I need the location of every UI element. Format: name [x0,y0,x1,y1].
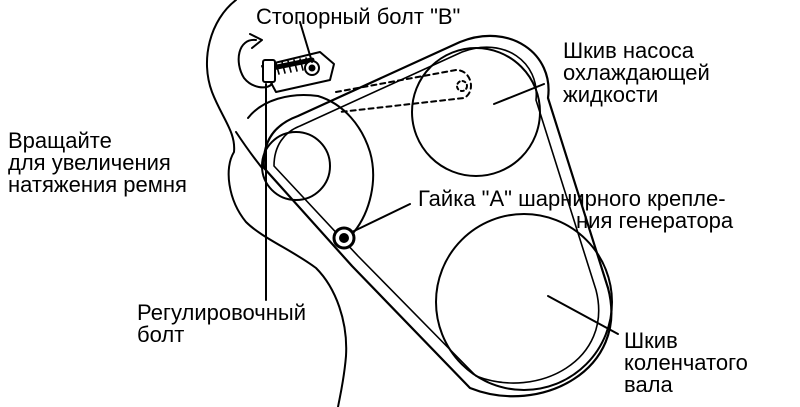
drive-belt-inner [273,46,600,384]
label-pivot-nut: Гайка "А" шарнирного крепле- ния генерат… [418,186,734,233]
water-pump-pulley [411,47,541,177]
label-rotate-to-tension: Вращайте для увеличения натяжения ремня [8,128,187,197]
leader-pump-pulley [493,83,545,105]
housing-inner-outline [247,94,375,233]
adjusting-bolt-head-icon [262,59,276,83]
engine-housing-outline [205,0,348,407]
leader-nut [351,203,411,233]
alternator-pulley [261,131,331,201]
drive-belt-outer [262,34,613,398]
leader-crank-pulley [547,295,619,335]
rotation-arrowhead-icon [249,33,263,49]
label-adjusting-bolt: Регулировочный болт [137,300,306,347]
label-stop-bolt: Стопорный болт "В" [256,4,461,29]
crankshaft-pulley [435,213,613,391]
label-pump-pulley: Шкив насоса охлаждающей жидкости [563,38,710,107]
leader-stop-bolt [299,21,313,63]
label-crank-pulley: Шкив коленчатого вала [624,328,748,397]
pump-bracket-dashed [335,69,472,113]
